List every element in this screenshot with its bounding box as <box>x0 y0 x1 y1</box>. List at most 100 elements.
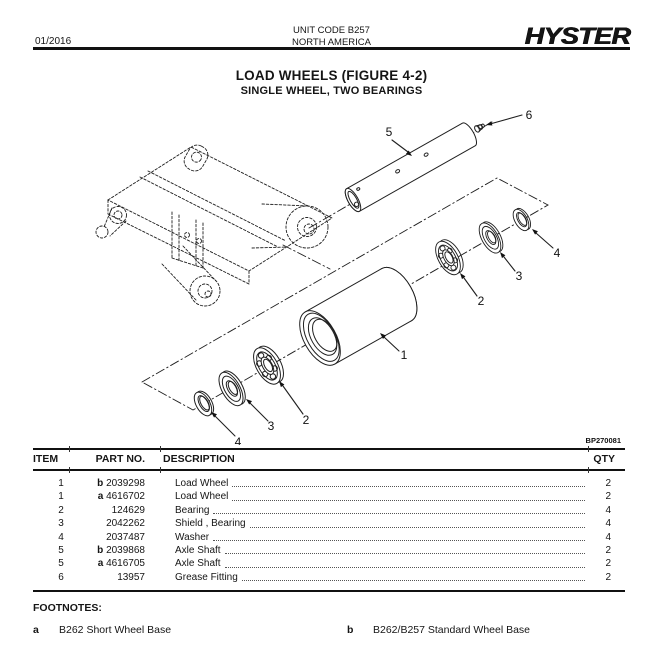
callout-6: 6 <box>486 108 533 126</box>
svg-text:6: 6 <box>526 108 533 122</box>
cell-part-no: b 2039298 <box>97 478 145 489</box>
dot-leader <box>213 531 585 541</box>
cell-item: 3 <box>58 518 64 530</box>
table-row: 1 a 4616702 Load Wheel 2 <box>33 490 625 503</box>
cell-item: 6 <box>58 571 64 583</box>
cell-qty: 2 <box>605 558 611 570</box>
shield-right <box>474 217 508 257</box>
dot-leader <box>249 517 585 528</box>
svg-text:2: 2 <box>303 413 310 427</box>
table-row: 5 b 2039868 Axle Shaft 2 <box>33 544 625 557</box>
bearing-right <box>430 235 469 280</box>
unit-code: UNIT CODE B257 <box>293 25 370 36</box>
footnotes-heading: FOOTNOTES: <box>33 602 102 614</box>
svg-text:2: 2 <box>478 294 485 308</box>
region: NORTH AMERICA <box>291 36 371 48</box>
cell-item: 2 <box>58 504 64 516</box>
callout-3-left: 3 <box>246 399 275 433</box>
svg-text:5: 5 <box>386 125 393 139</box>
svg-text:4: 4 <box>235 435 242 445</box>
table-row: 5 a 4616705 Axle Shaft 2 <box>33 557 625 570</box>
cell-description: Bearing <box>175 504 588 517</box>
cell-description: Axle Shaft <box>175 557 588 570</box>
callout-2-right: 2 <box>460 273 485 308</box>
cell-qty: 4 <box>605 504 611 516</box>
col-header-item: ITEM <box>33 453 59 465</box>
table-row: 3 2042262 Shield , Bearing 4 <box>33 517 625 530</box>
cell-qty: 2 <box>605 571 611 583</box>
cell-qty: 2 <box>605 491 611 503</box>
frame-bracket <box>95 144 333 307</box>
callout-3-right: 3 <box>500 252 523 283</box>
footnote-letter: b <box>97 544 104 556</box>
callout-4-left: 4 <box>211 412 242 445</box>
cell-qty: 2 <box>605 478 611 489</box>
table-body: 1 b 2039298 Load Wheel 2 1 a 4616702 Loa… <box>33 477 625 584</box>
exploded-view-figure: 1 2 3 4 2 <box>95 108 621 445</box>
footnote-letter: b <box>97 478 104 489</box>
table-row: 4 2037487 Washer 4 <box>33 531 625 544</box>
dot-leader <box>213 504 585 515</box>
cell-part-no: a 4616705 <box>97 558 145 570</box>
cell-qty: 4 <box>605 518 611 530</box>
cell-description: Load Wheel <box>175 477 588 490</box>
cell-description: Washer <box>175 531 588 544</box>
cell-description: Load Wheel <box>175 490 588 503</box>
page-subtitle: SINGLE WHEEL, TWO BEARINGS <box>240 85 423 97</box>
washer-right <box>509 205 535 234</box>
svg-text:1: 1 <box>401 348 408 362</box>
cell-part-no: 124629 <box>111 504 145 516</box>
table-row: 6 13957 Grease Fitting 2 <box>33 571 625 584</box>
svg-text:3: 3 <box>516 269 523 283</box>
header-rule <box>33 47 630 50</box>
cell-part-no: 13957 <box>117 571 145 583</box>
axle-shaft <box>344 122 477 213</box>
grease-fitting <box>474 123 485 133</box>
col-header-description: DESCRIPTION <box>163 453 235 465</box>
table-header-rule <box>33 469 625 472</box>
cell-item: 4 <box>58 531 64 543</box>
col-header-part-no: PART NO. <box>95 453 145 465</box>
shield-left <box>213 366 251 411</box>
svg-text:3: 3 <box>268 419 275 433</box>
cell-item: 5 <box>58 544 64 556</box>
svg-text:4: 4 <box>554 246 561 260</box>
cell-part-no: 2037487 <box>106 531 145 543</box>
dot-leader <box>232 477 585 488</box>
cell-part-no: a 4616702 <box>97 491 145 503</box>
cell-qty: 2 <box>605 544 611 556</box>
cell-part-no: b 2039868 <box>97 544 145 556</box>
cell-description: Grease Fitting <box>175 571 588 584</box>
dot-leader <box>241 571 585 582</box>
revision-date: 01/2016 <box>35 36 72 47</box>
callout-5: 5 <box>386 125 412 156</box>
footnote-letter: a <box>97 558 104 570</box>
brand-logo: HYSTER <box>524 23 630 50</box>
unit-code-block: UNIT CODE B257 NORTH AMERICA <box>33 25 630 48</box>
load-wheel <box>299 266 418 366</box>
cell-item: 1 <box>58 478 64 489</box>
cell-description: Shield , Bearing <box>175 517 588 530</box>
table-bottom-rule <box>33 590 625 593</box>
footnote-letter: a <box>97 491 104 503</box>
table-header-row: ITEM PART NO. DESCRIPTION QTY <box>33 453 625 466</box>
cell-item: 5 <box>58 558 64 570</box>
dot-leader <box>232 490 585 501</box>
figure-code: BP270081 <box>586 436 621 445</box>
cell-description: Axle Shaft <box>175 544 588 557</box>
dot-leader <box>224 557 585 568</box>
dot-leader <box>224 544 585 555</box>
col-header-qty: QTY <box>593 453 615 465</box>
table-row: 1 b 2039298 Load Wheel 2 <box>33 477 625 490</box>
callout-4-right: 4 <box>532 229 561 260</box>
page-title: LOAD WHEELS (FIGURE 4-2) <box>235 68 428 83</box>
cell-item: 1 <box>58 491 64 503</box>
table-top-rule <box>33 448 625 451</box>
cell-qty: 4 <box>605 531 611 543</box>
callout-1: 1 <box>380 333 408 362</box>
cell-part-no: 2042262 <box>106 518 145 530</box>
table-row: 2 124629 Bearing 4 <box>33 504 625 517</box>
